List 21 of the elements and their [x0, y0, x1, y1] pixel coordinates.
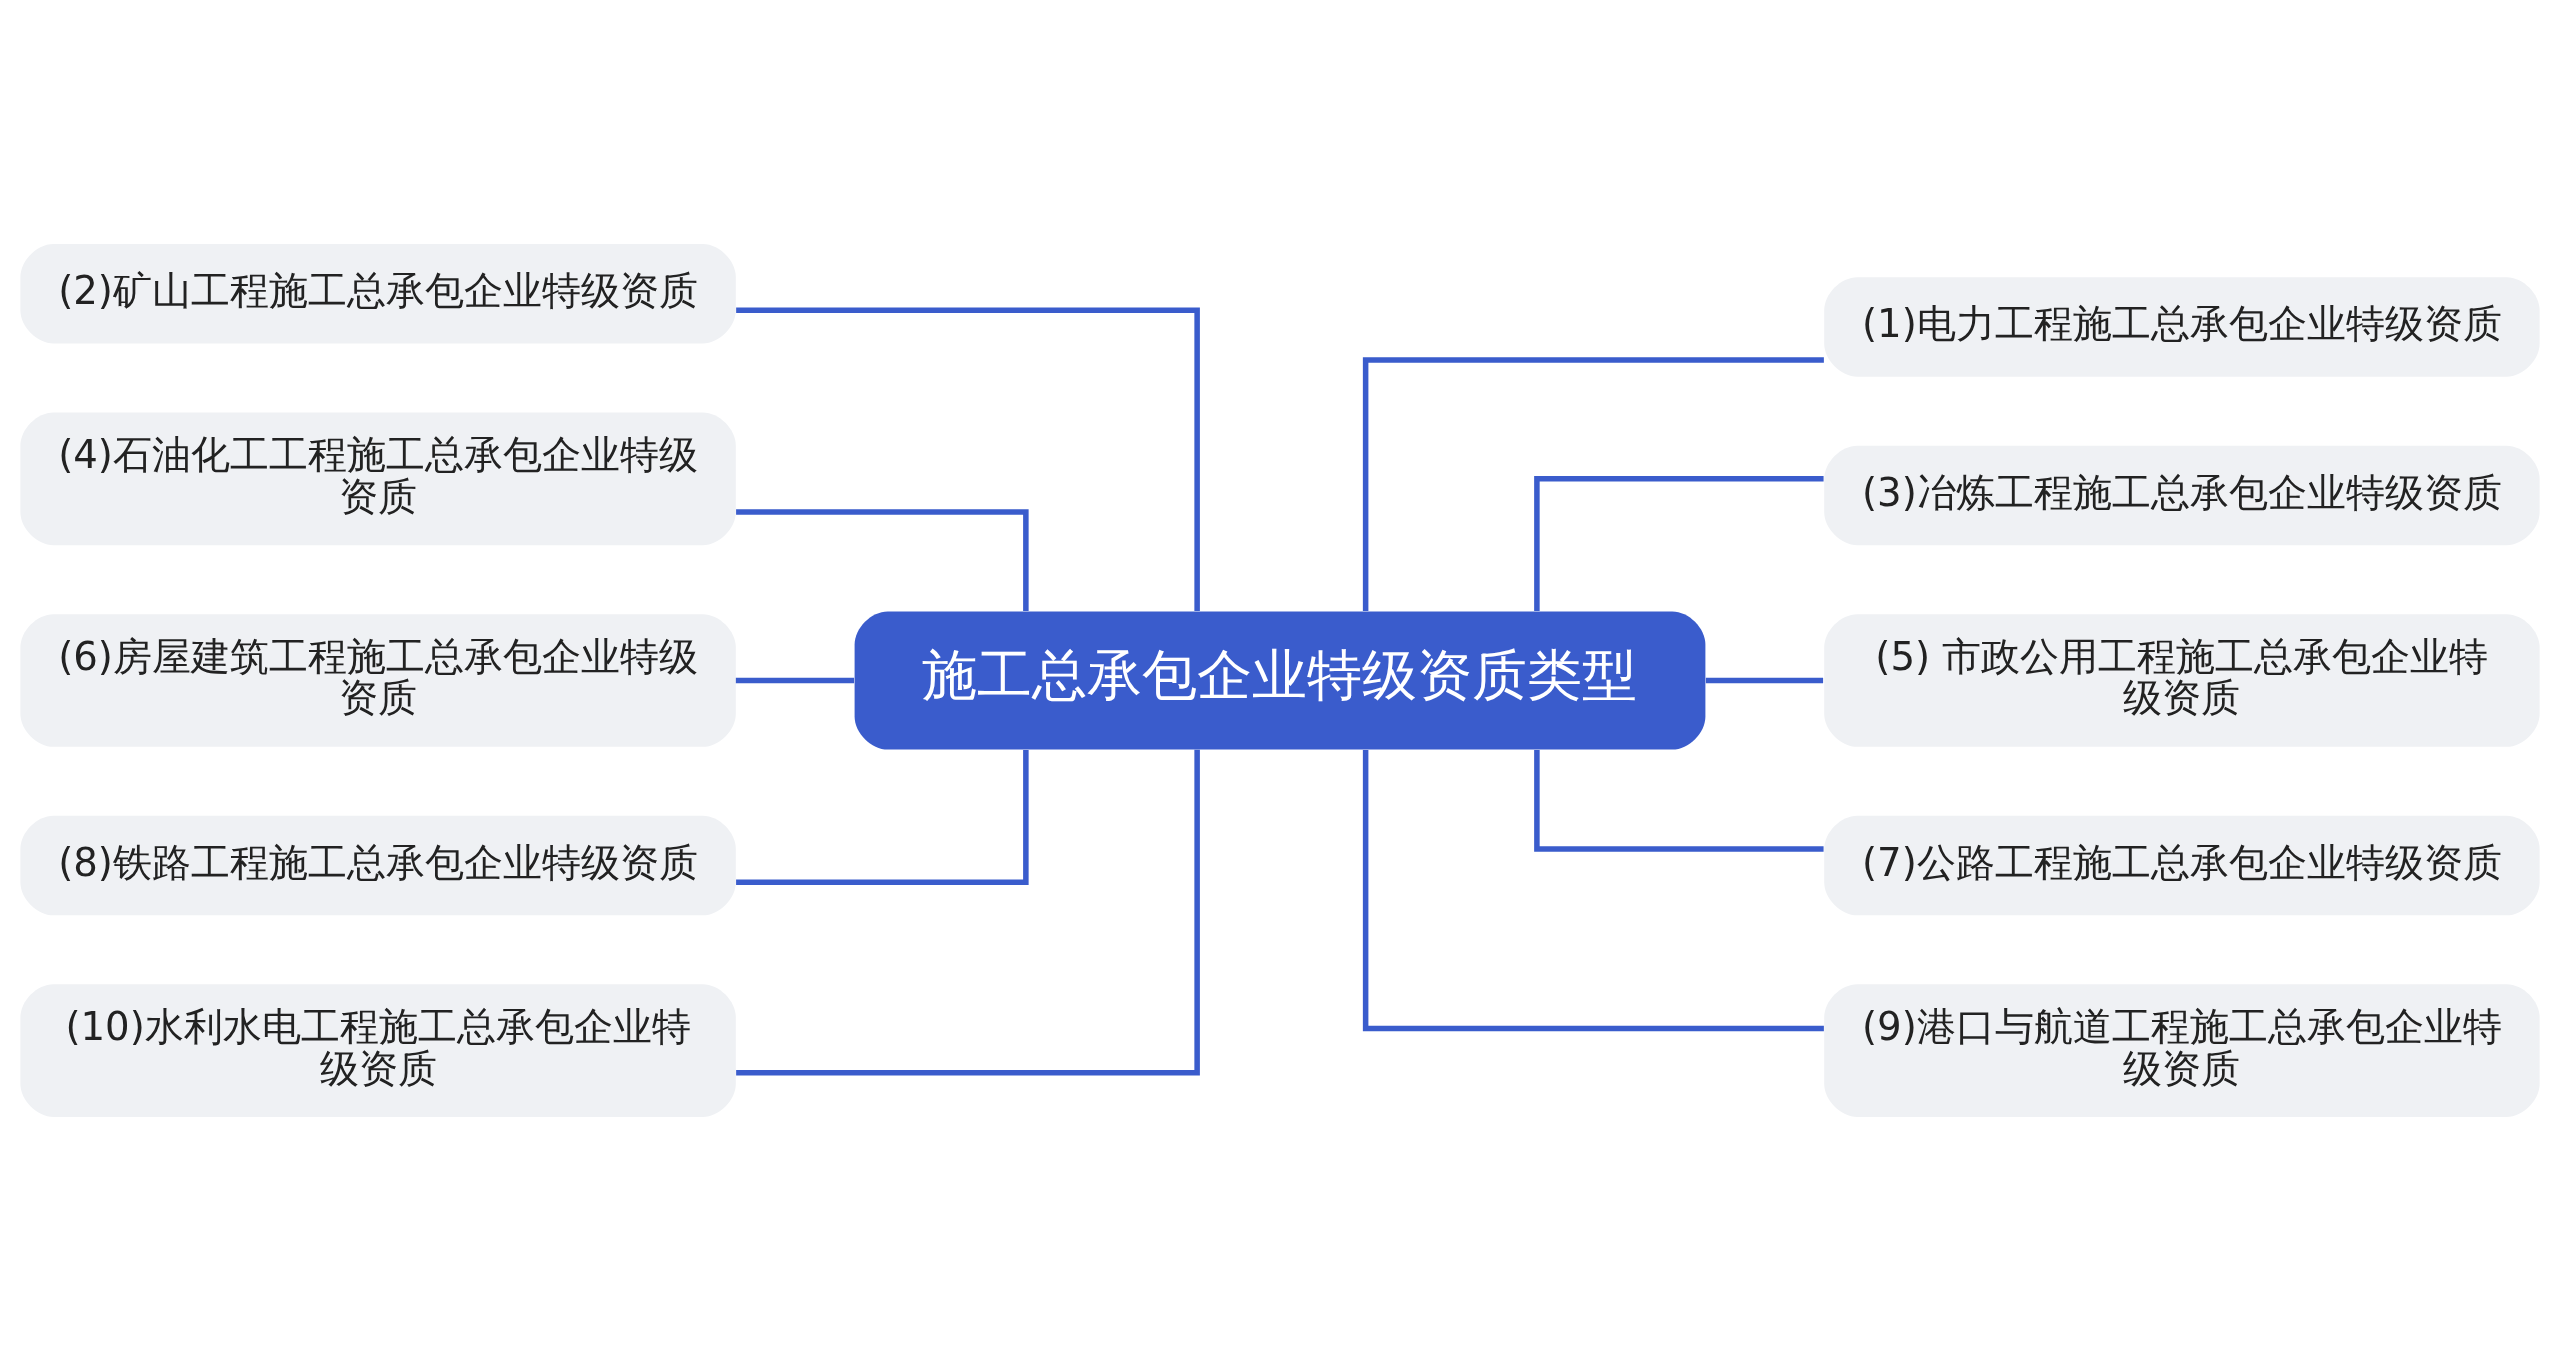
connector	[736, 749, 1200, 1076]
node-box: (7)公路工程施工总承包企业特级资质	[1824, 815, 2540, 916]
node-box: (10)水利水电工程施工总承包企业特级资质	[20, 984, 736, 1117]
connector	[1705, 677, 1824, 684]
node-box: (8)铁路工程施工总承包企业特级资质	[20, 815, 736, 916]
connector	[736, 749, 1029, 885]
connector	[735, 677, 855, 684]
connector	[1534, 476, 1824, 612]
connector	[1362, 357, 1824, 611]
node-box: (1)电力工程施工总承包企业特级资质	[1824, 277, 2540, 377]
node-box: (3)冶炼工程施工总承包企业特级资质	[1824, 445, 2540, 546]
node-box: (9)港口与航道工程施工总承包企业特级资质	[1824, 984, 2540, 1117]
connector	[736, 307, 1200, 611]
connector	[1362, 750, 1824, 1032]
connector	[736, 509, 1029, 611]
node-box: (4)石油化工工程施工总承包企业特级资质	[20, 412, 736, 546]
connector	[1534, 750, 1824, 852]
node-box: (2)矿山工程施工总承包企业特级资质	[20, 244, 736, 344]
node-box: (6)房屋建筑工程施工总承包企业特级资质	[20, 614, 736, 747]
node-box: 施工总承包企业特级资质类型	[854, 611, 1706, 750]
node-box: (5) 市政公用工程施工总承包企业特级资质	[1824, 614, 2540, 747]
